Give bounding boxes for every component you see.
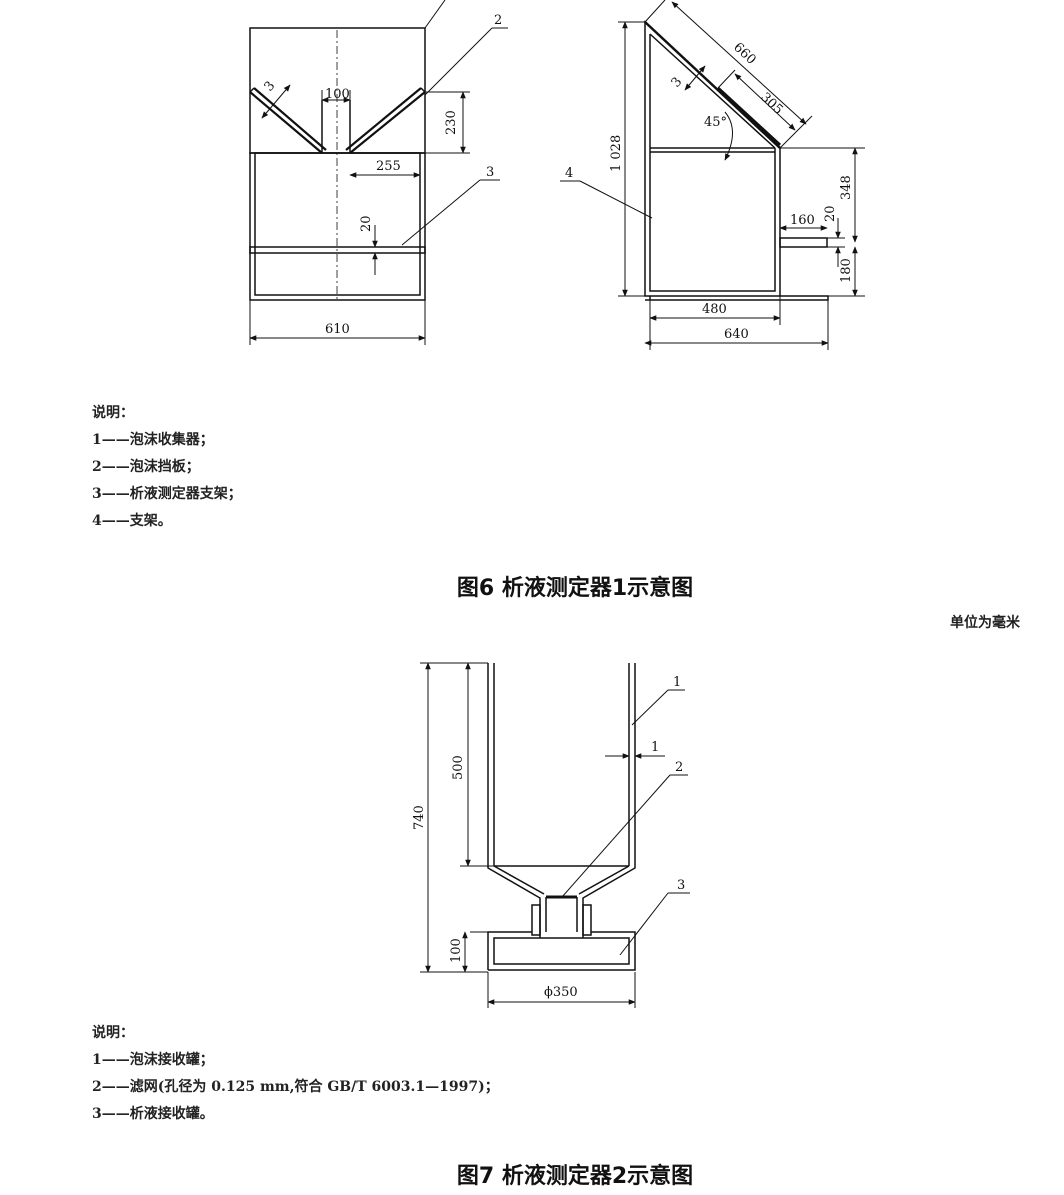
dim-480: 480 [702,302,727,317]
fig6-side-view [644,20,829,301]
dim-100-fig7: 100 [449,938,464,963]
dim-20-right: 20 [823,205,838,222]
unit-note: 单位为毫米 [950,615,1020,631]
dim-230: 230 [444,110,459,135]
angle-45: 45° [704,115,727,130]
dim-348: 348 [839,175,854,200]
support-bar [249,246,426,254]
fig7-legend: 说明： 1——泡沫接收罐； 2——滤网(孔径为 0.125 mm,符合 GB/T… [92,1020,499,1128]
dim-350: ϕ350 [544,985,578,1000]
dim-3-left: 3 [262,79,279,95]
callout-4-fig6: 4 [565,166,573,181]
callout-1-fig7: 1 [673,675,681,690]
outlet-pipe [779,237,828,248]
right-baffle [345,87,426,154]
dim-610: 610 [325,322,350,337]
fig6-legend-title: 说明： [92,405,134,421]
side-outer-frame [644,20,781,297]
fig6-front-view [249,0,446,301]
dim-740: 740 [412,805,427,830]
dim-255: 255 [376,159,401,174]
callout-2-fig7: 2 [675,760,683,775]
dim-500: 500 [451,755,466,780]
fig6-front-dimensions [249,84,470,345]
dim-305: 305 [757,90,785,118]
fig6-front-callouts [401,27,508,246]
dim-180: 180 [839,258,854,283]
dim-640: 640 [724,327,749,342]
foam-tank-right-wall [582,663,636,938]
foam-tank-left-wall [487,663,541,938]
fig7-dimensions [420,662,690,1008]
callout-3-fig7: 3 [677,878,685,893]
fig7-legend-item-3: 3——析液接收罐。 [92,1106,214,1122]
dim-1-fig7: 1 [651,740,659,755]
callout-3-fig6: 3 [486,165,494,180]
fig7-legend-item-1: 1——泡沫接收罐； [92,1052,214,1068]
dim-3-right: 3 [669,75,686,91]
fig6-legend-item-1: 1——泡沫收集器； [92,432,214,448]
fig6-legend-item-4: 4——支架。 [92,513,172,529]
callout-2-fig6: 2 [494,13,502,28]
fig7-caption: 图7 析液测定器2示意图 [456,1164,694,1189]
dim-160: 160 [790,213,815,228]
left-baffle [249,87,327,154]
fig7-legend-title: 说明： [92,1025,134,1041]
fig6-caption: 图6 析液测定器1示意图 [456,576,694,601]
fig6-side-dimensions [560,0,865,350]
fig6-legend-item-2: 2——泡沫挡板； [92,459,200,475]
fig6-legend: 说明： 1——泡沫收集器； 2——泡沫挡板； 3——析液测定器支架； 4——支架… [92,400,242,535]
dim-100: 100 [325,87,350,102]
dim-1028: 1 028 [609,135,624,172]
dim-20-left: 20 [359,215,374,232]
dim-660: 660 [730,40,758,68]
fig7-legend-item-2: 2——滤网(孔径为 0.125 mm,符合 GB/T 6003.1—1997)； [92,1079,499,1095]
fig6-legend-item-3: 3——析液测定器支架； [92,486,242,502]
fig7-drawing [487,663,636,971]
